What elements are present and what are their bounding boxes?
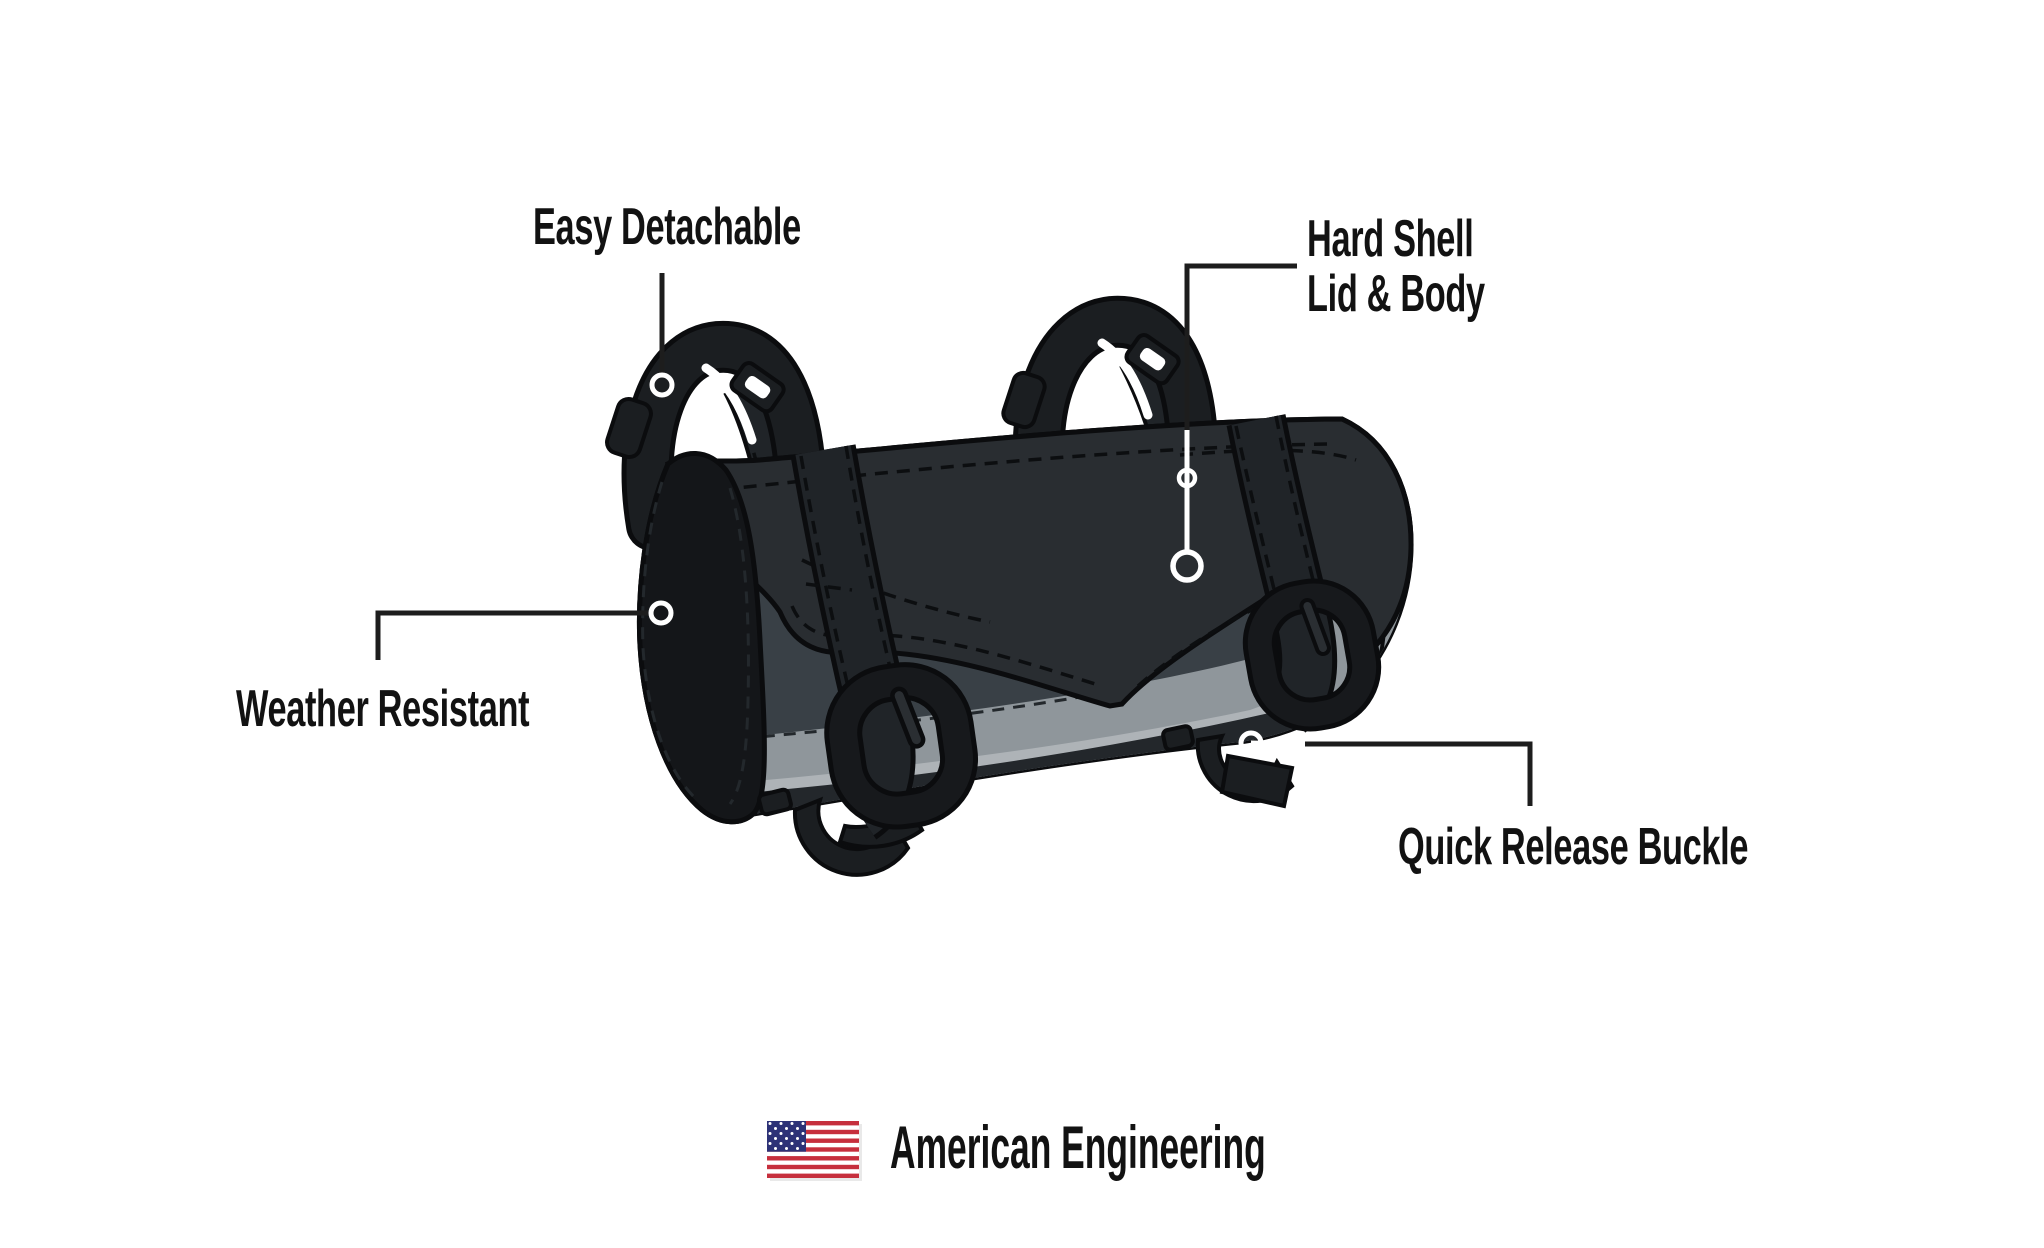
us-flag-icon bbox=[767, 1121, 862, 1181]
quick-release-line bbox=[1305, 741, 1533, 806]
right-strap-slider bbox=[1124, 333, 1181, 386]
flag-stars bbox=[768, 1122, 805, 1151]
right-quick-release-clamp bbox=[1161, 724, 1295, 809]
hard-shell-label: Hard Shell Lid & Body bbox=[1307, 210, 1485, 323]
lid-edge-stitch-right bbox=[1136, 584, 1309, 688]
lid-edge-stitch-left bbox=[790, 605, 1103, 688]
easy-detachable-marker bbox=[649, 372, 675, 398]
easy-detachable-label: Easy Detachable bbox=[533, 198, 801, 256]
left-buckle bbox=[824, 662, 979, 830]
callout-quick-release bbox=[1238, 730, 1533, 806]
weather-resistant-marker bbox=[648, 600, 674, 626]
left-strap-slider bbox=[729, 361, 786, 414]
callout-weather-resistant bbox=[375, 600, 674, 660]
callout-hard-shell bbox=[1170, 263, 1297, 583]
right-hook-tab bbox=[1001, 370, 1047, 430]
quick-release-marker bbox=[1238, 730, 1264, 756]
flag-stripes bbox=[767, 1121, 859, 1178]
right-buckle bbox=[1242, 578, 1382, 732]
callout-easy-detachable bbox=[649, 273, 675, 398]
quick-release-label: Quick Release Buckle bbox=[1398, 818, 1749, 876]
hard-shell-marker-small bbox=[1176, 467, 1198, 489]
weather-resistant-label: Weather Resistant bbox=[236, 680, 530, 738]
hard-shell-marker-large bbox=[1170, 549, 1204, 583]
left-hook-tab bbox=[605, 396, 653, 460]
front-strap-left bbox=[790, 444, 979, 840]
left-end-cap bbox=[636, 451, 767, 825]
front-strap-right bbox=[1226, 414, 1382, 733]
weather-resistant-line bbox=[375, 610, 648, 660]
footer-label: American Engineering bbox=[890, 1114, 1266, 1181]
hard-shell-line bbox=[1184, 263, 1297, 430]
